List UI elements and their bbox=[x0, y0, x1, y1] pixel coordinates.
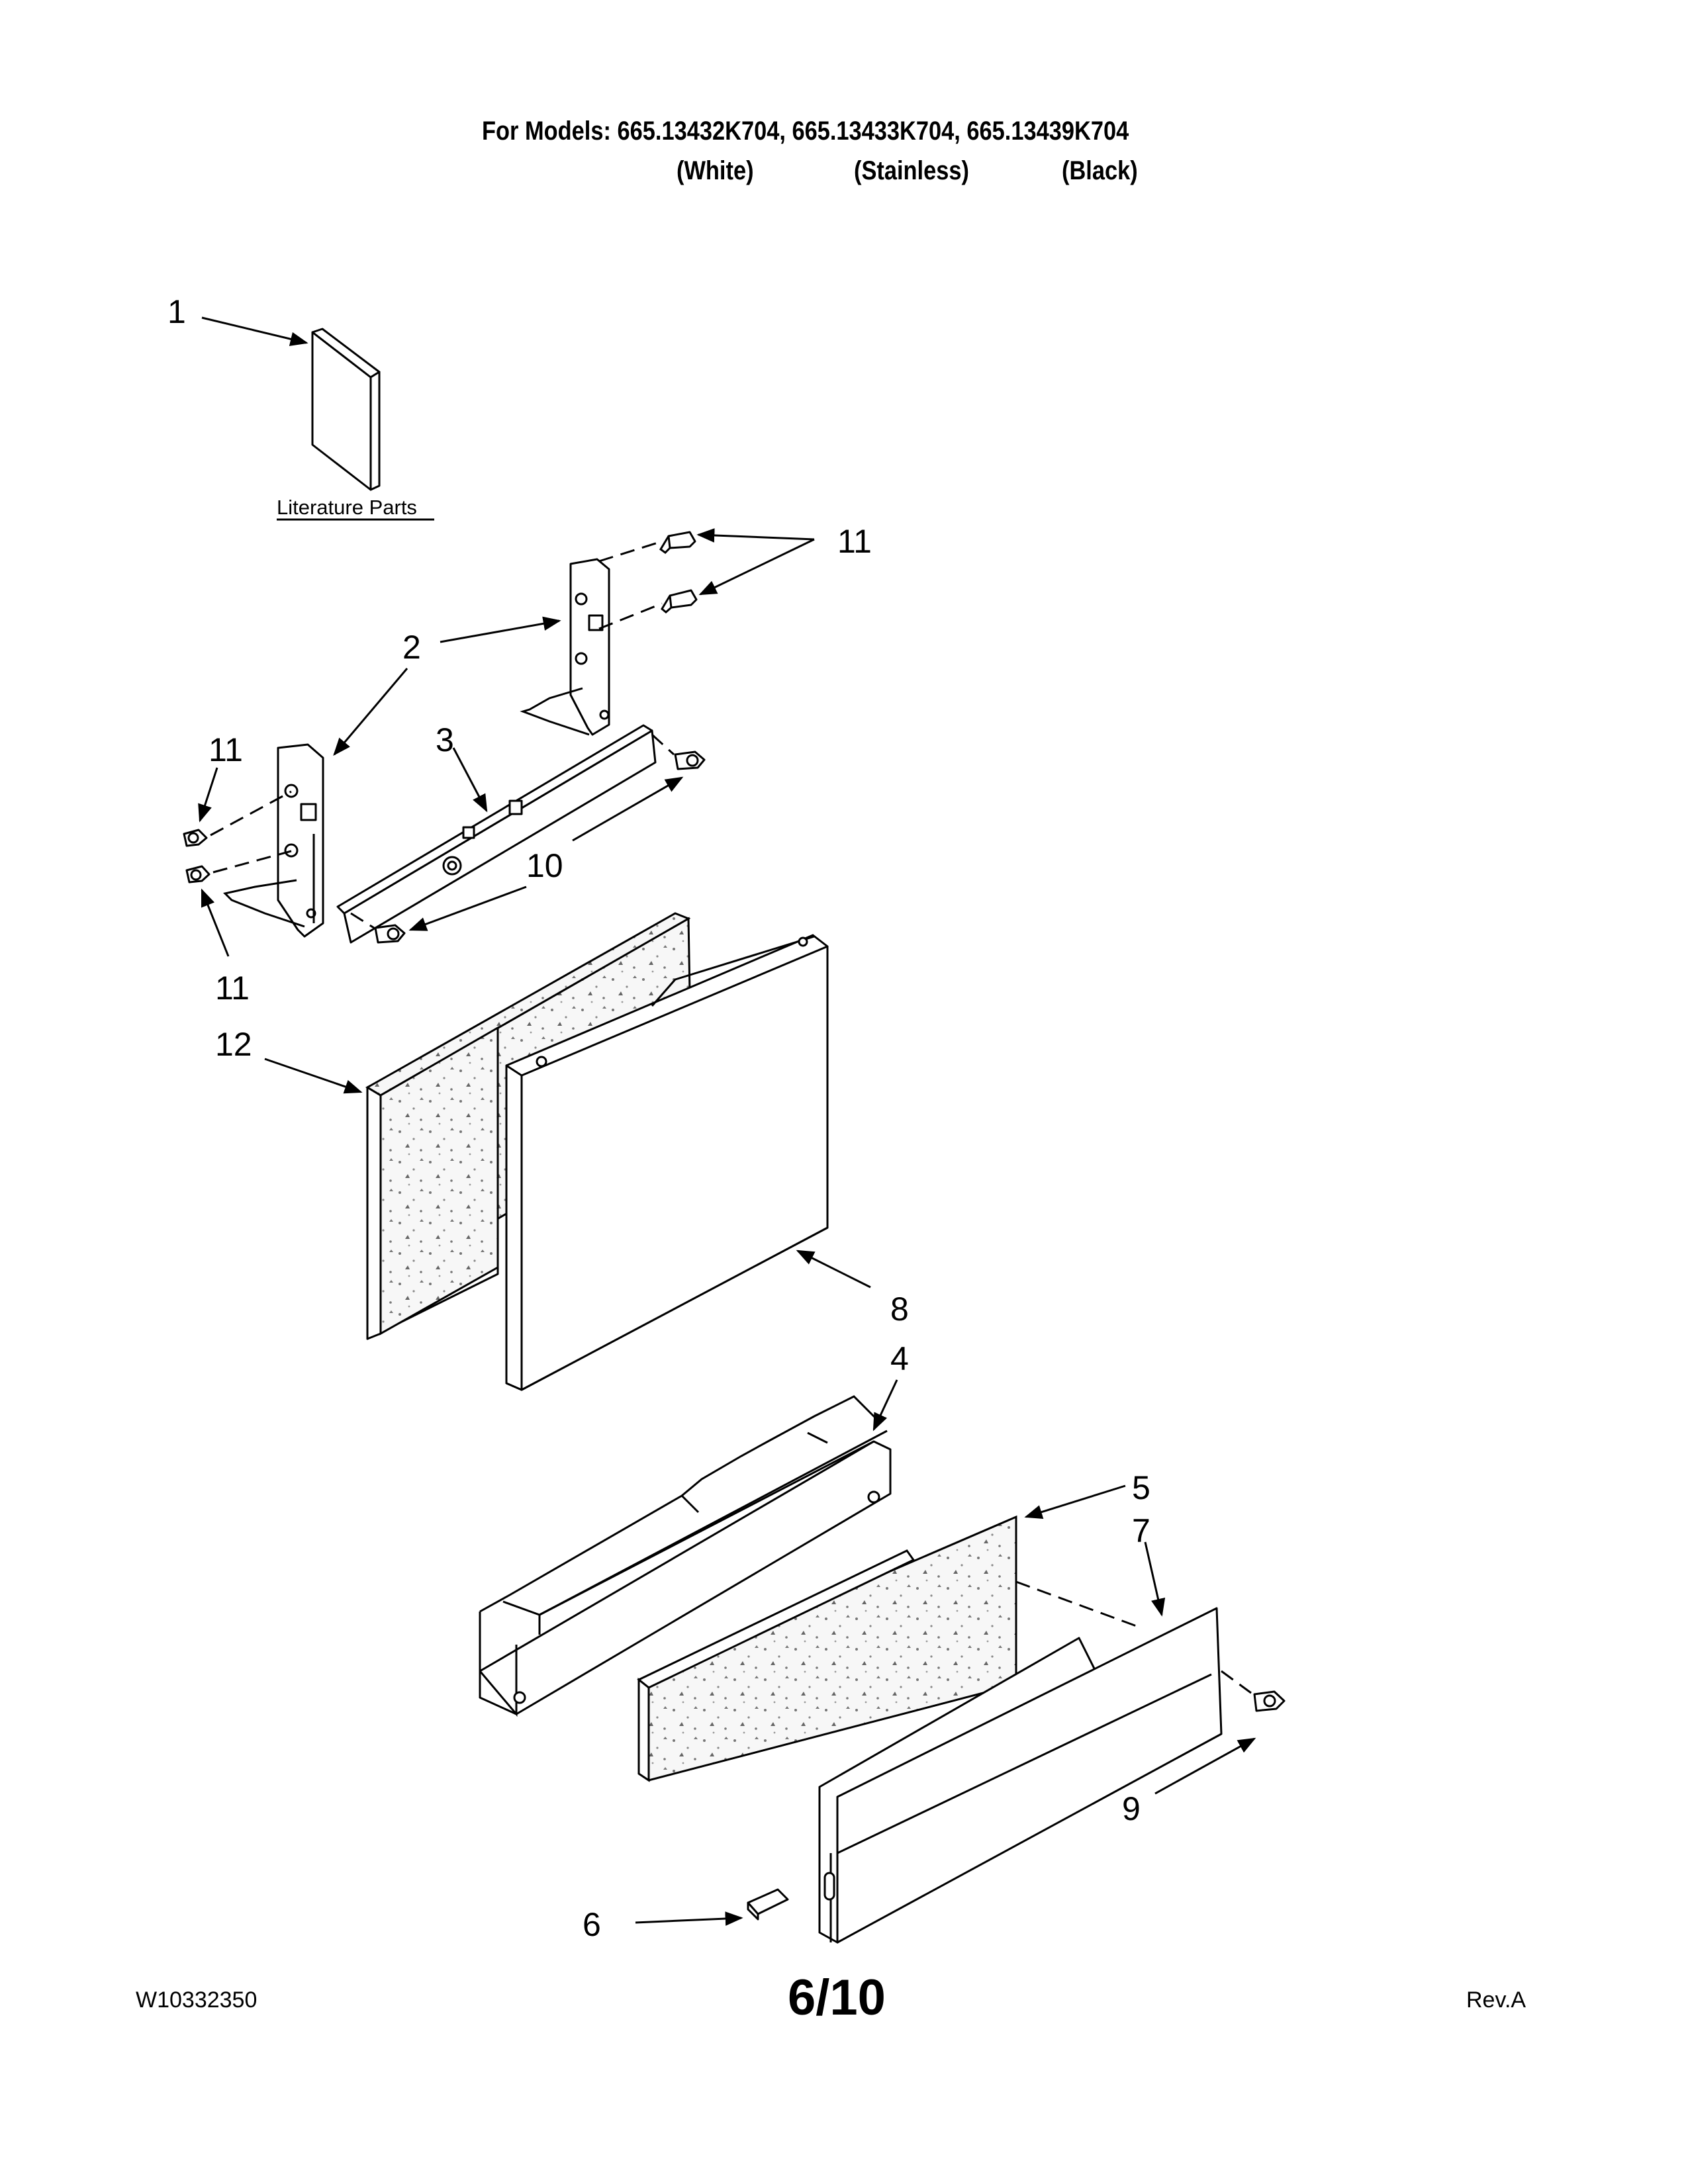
callout-12: 12 bbox=[215, 1026, 252, 1063]
screw-9 bbox=[1253, 1690, 1286, 1712]
leader-11-left-lower bbox=[201, 888, 230, 957]
page-number: 6/10 bbox=[788, 1970, 886, 2026]
callout-11-top: 11 bbox=[837, 523, 872, 560]
leader-11-left-upper bbox=[198, 767, 218, 823]
leader-8 bbox=[796, 1250, 871, 1289]
toe-panel bbox=[818, 1607, 1223, 1944]
callout-1: 1 bbox=[167, 293, 186, 330]
variant-stainless: (Stainless) bbox=[854, 156, 969, 185]
screw-11-left-b bbox=[185, 865, 211, 884]
screw-11-top-b bbox=[661, 589, 698, 614]
variant-black: (Black) bbox=[1062, 156, 1138, 185]
door-bracket-right bbox=[520, 558, 610, 736]
callout-11-left-upper: 11 bbox=[209, 731, 243, 768]
screw-11-left-a bbox=[183, 829, 208, 847]
leader-6 bbox=[635, 1911, 743, 1926]
callout-6: 6 bbox=[583, 1906, 601, 1943]
literature-parts-booklet bbox=[311, 328, 381, 491]
literature-parts-label: Literature Parts bbox=[277, 496, 417, 519]
leader-5 bbox=[1024, 1484, 1126, 1520]
lower-insulation-strip bbox=[637, 1515, 1017, 1782]
leader-10-right bbox=[572, 776, 684, 842]
callout-5: 5 bbox=[1132, 1469, 1150, 1506]
models-header: For Models: 665.13432K704, 665.13433K704… bbox=[482, 116, 1129, 146]
callout-7: 7 bbox=[1132, 1512, 1150, 1549]
leader-2-right bbox=[440, 616, 561, 643]
leader-11-top-b bbox=[698, 538, 815, 596]
callout-10: 10 bbox=[526, 847, 563, 884]
outer-door-panel bbox=[505, 934, 829, 1391]
callout-4: 4 bbox=[890, 1340, 909, 1377]
callout-2: 2 bbox=[402, 629, 421, 666]
lower-bracket bbox=[479, 1395, 892, 1717]
callout-8: 8 bbox=[890, 1291, 909, 1328]
door-insulation-panel bbox=[365, 912, 693, 1340]
leader-1 bbox=[201, 316, 308, 346]
leader-12 bbox=[264, 1058, 363, 1094]
toe-panel-clip bbox=[747, 1888, 789, 1921]
leader-10-left bbox=[408, 886, 527, 931]
door-bar bbox=[336, 724, 657, 944]
callout-11-left-lower: 11 bbox=[215, 970, 250, 1007]
leader-7 bbox=[1144, 1541, 1166, 1617]
leader-4 bbox=[872, 1379, 898, 1432]
callout-3: 3 bbox=[436, 721, 454, 758]
screw-10-right bbox=[674, 751, 706, 770]
document-number: W10332350 bbox=[136, 1987, 258, 2013]
screw-11-top-a bbox=[659, 531, 696, 554]
door-bracket-left bbox=[223, 743, 324, 938]
leader-9 bbox=[1154, 1737, 1256, 1795]
leader-11-top-a bbox=[696, 528, 815, 543]
leader-2-left bbox=[333, 668, 408, 756]
revision-label: Rev.A bbox=[1466, 1987, 1526, 2013]
callout-9: 9 bbox=[1122, 1790, 1141, 1827]
variant-white: (White) bbox=[677, 156, 754, 185]
screw-10-left bbox=[374, 924, 406, 944]
leader-3 bbox=[452, 747, 488, 813]
